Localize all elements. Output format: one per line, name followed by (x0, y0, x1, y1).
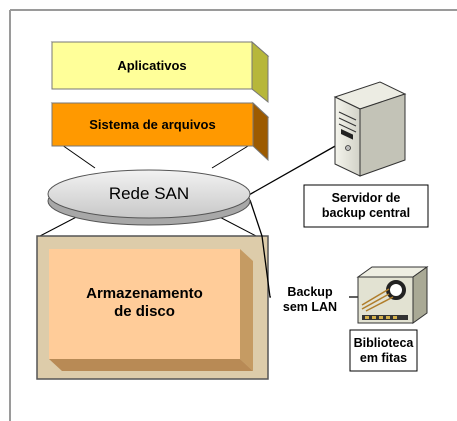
backup-server-label: Servidor de backup central (321, 191, 411, 220)
server-icon (333, 81, 407, 177)
tape-label-box (349, 329, 418, 372)
san-network-disk (47, 169, 251, 226)
server-label-box (303, 184, 429, 228)
lan-free-backup-label: Backup sem LAN (271, 282, 349, 318)
disk-storage-label: Armazenamento de disco (86, 285, 203, 320)
san-network-label: Rede SAN (108, 183, 190, 203)
tape-library-icon (356, 266, 429, 324)
applications-layer-block (50, 40, 270, 104)
file-system-layer-block (50, 101, 270, 162)
file-system-label: Sistema de arquivos (89, 116, 216, 132)
tape-library-label: Biblioteca em fitas (353, 335, 414, 365)
disk-storage-block (49, 249, 253, 371)
applications-label: Aplicativos (117, 57, 187, 73)
